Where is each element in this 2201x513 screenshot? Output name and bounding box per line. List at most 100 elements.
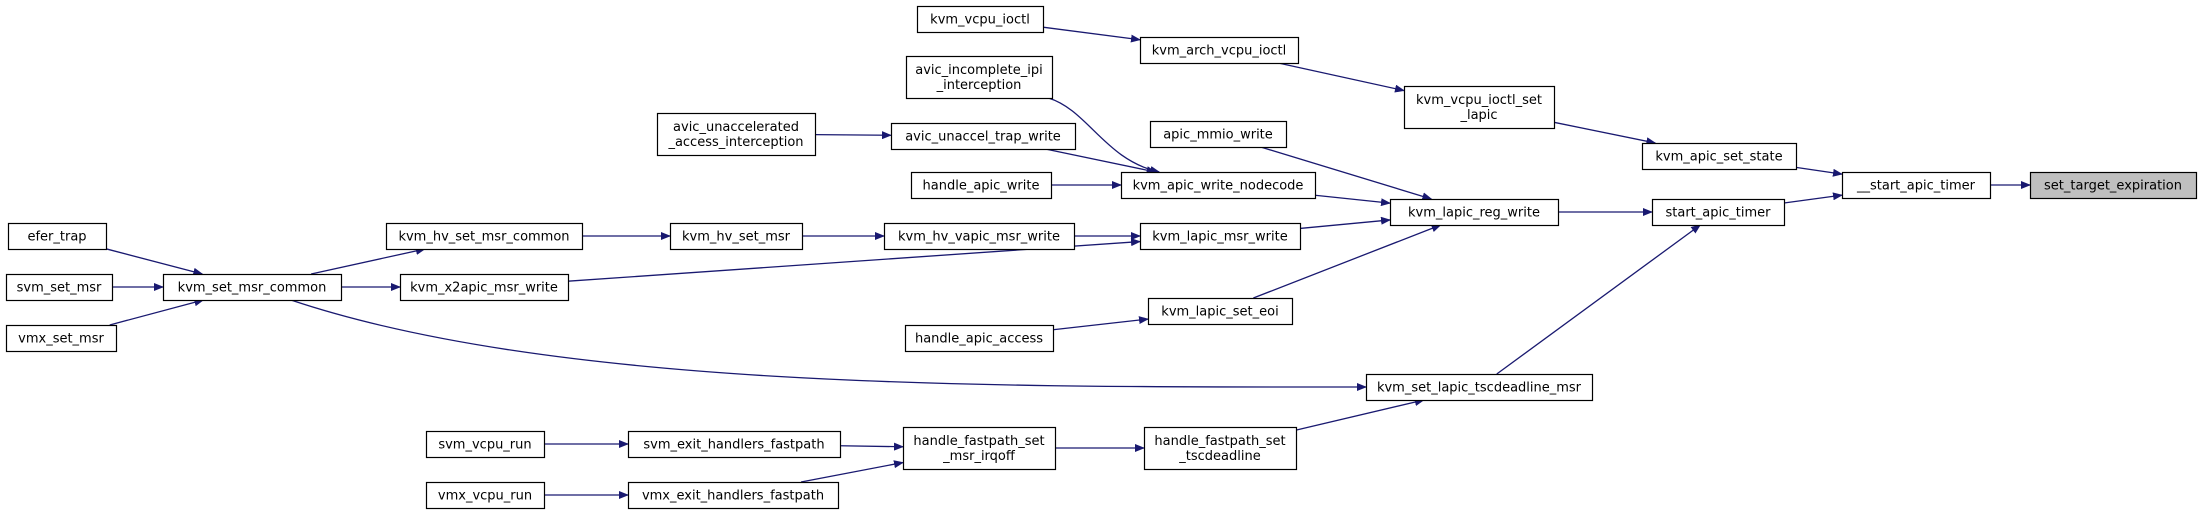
node-kvm-lapic-set-eoi[interactable]: kvm_lapic_set_eoi: [1147, 297, 1294, 326]
node-kvm-lapic-msr-write[interactable]: kvm_lapic_msr_write: [1139, 222, 1302, 251]
node-label: svm_vcpu_run: [438, 438, 531, 453]
edge-avic-unaccel-trap-write-to-kvm-apic-write-nodecode: [1045, 148, 1157, 175]
node-box: [5, 324, 118, 353]
node-kvm-set-msr-common[interactable]: kvm_set_msr_common: [162, 273, 343, 302]
node-handle-apic-access[interactable]: handle_apic_access: [904, 324, 1055, 353]
edge-svm-exit-handlers-fastpath-to-handle-fastpath-set-msr-irqoff: [839, 442, 904, 451]
node-label: avic_incomplete_ipi: [915, 63, 1042, 78]
node-label: kvm_lapic_reg_write: [1408, 206, 1540, 221]
node-box: [890, 122, 1077, 151]
node-box: [1841, 171, 1992, 200]
node-label: kvm_hv_vapic_msr_write: [898, 230, 1060, 245]
edge-start-apic-timer-to-start-apic-timer-dunder: [1783, 192, 1843, 204]
node-box: [1641, 142, 1798, 171]
node-handle-apic-write[interactable]: handle_apic_write: [910, 171, 1053, 200]
node-box: [162, 273, 343, 302]
node-label: vmx_exit_handlers_fastpath: [642, 489, 824, 504]
node-kvm-set-lapic-tscdeadline-msr[interactable]: kvm_set_lapic_tscdeadline_msr: [1365, 373, 1594, 402]
node-label: _msr_irqoff: [942, 449, 1016, 464]
node-svm-exit-handlers-fastpath[interactable]: svm_exit_handlers_fastpath: [627, 430, 842, 459]
node-box: [7, 222, 108, 251]
node-box: [425, 481, 546, 510]
node-handle-fastpath-set-msr-irqoff[interactable]: handle_fastpath_set_msr_irqoff: [902, 426, 1057, 471]
node-handle-fastpath-set-tscdeadline[interactable]: handle_fastpath_set_tscdeadline: [1143, 426, 1298, 471]
node-label: svm_set_msr: [17, 281, 102, 296]
edge-arrow: [1052, 316, 1149, 331]
node-label: kvm_x2apic_msr_write: [410, 281, 558, 296]
edge-avic-unaccelerated-access-interception-to-avic-unaccel-trap-write: [814, 131, 892, 140]
node-label: _access_interception: [667, 135, 803, 150]
node-box: [1403, 85, 1556, 130]
edge-arrow: [839, 442, 904, 451]
node-kvm-hv-set-msr[interactable]: kvm_hv_set_msr: [669, 222, 804, 251]
edge-kvm-apic-set-state-to-start-apic-timer-dunder: [1795, 166, 1843, 177]
node-label: avic_unaccelerated: [673, 120, 799, 135]
edge-arrow: [1278, 62, 1405, 93]
node-kvm-vcpu-ioctl[interactable]: kvm_vcpu_ioctl: [916, 5, 1045, 34]
node-box: [656, 112, 817, 157]
node-svm-vcpu-run[interactable]: svm_vcpu_run: [425, 430, 546, 459]
node-box: [2029, 171, 2198, 200]
node-label: set_target_expiration: [2044, 179, 2182, 194]
node-label: kvm_vcpu_ioctl: [930, 13, 1030, 28]
edge-avic-incomplete-ipi-interception-to-kvm-apic-write-nodecode: [1048, 97, 1161, 174]
node-label: _tscdeadline: [1178, 449, 1260, 464]
node-start-apic-timer-dunder[interactable]: __start_apic_timer: [1841, 171, 1992, 200]
node-box: [627, 481, 840, 510]
node-box: [1143, 426, 1298, 471]
edge-kvm-vcpu-ioctl-set-lapic-to-kvm-apic-set-state: [1553, 121, 1657, 146]
edge-vmx-set-msr-to-kvm-set-msr-common: [109, 298, 205, 326]
node-svm-set-msr[interactable]: svm_set_msr: [5, 273, 114, 302]
node-label: apic_mmio_write: [1163, 128, 1273, 143]
node-vmx-set-msr[interactable]: vmx_set_msr: [5, 324, 118, 353]
node-box: [916, 5, 1045, 34]
node-label: handle_apic_access: [915, 332, 1043, 347]
node-box: [5, 273, 114, 302]
node-box: [399, 273, 570, 302]
node-kvm-apic-set-state[interactable]: kvm_apic_set_state: [1641, 142, 1798, 171]
node-label: start_apic_timer: [1666, 206, 1772, 221]
edge-arrow: [1260, 146, 1433, 201]
node-box: [1651, 198, 1786, 227]
edge-arrow: [1314, 194, 1391, 207]
node-avic-unaccel-trap-write[interactable]: avic_unaccel_trap_write: [890, 122, 1077, 151]
edge-arrow: [1253, 224, 1442, 299]
node-kvm-lapic-reg-write[interactable]: kvm_lapic_reg_write: [1389, 198, 1560, 227]
node-label: kvm_set_msr_common: [178, 281, 327, 296]
node-vmx-vcpu-run[interactable]: vmx_vcpu_run: [425, 481, 546, 510]
node-vmx-exit-handlers-fastpath[interactable]: vmx_exit_handlers_fastpath: [627, 481, 840, 510]
node-efer-trap[interactable]: efer_trap: [7, 222, 108, 251]
node-start-apic-timer[interactable]: start_apic_timer: [1651, 198, 1786, 227]
node-kvm-x2apic-msr-write[interactable]: kvm_x2apic_msr_write: [399, 273, 570, 302]
node-label: handle_apic_write: [923, 179, 1040, 194]
node-box: [385, 222, 584, 251]
node-box: [904, 324, 1055, 353]
node-label: kvm_lapic_msr_write: [1152, 230, 1287, 245]
edges-layer: [105, 26, 2031, 499]
node-label: kvm_apic_write_nodecode: [1133, 179, 1304, 194]
edge-efer-trap-to-kvm-set-msr-common: [105, 248, 204, 276]
edge-kvm-set-lapic-tscdeadline-msr-to-start-apic-timer: [1496, 224, 1702, 375]
node-kvm-apic-write-nodecode[interactable]: kvm_apic_write_nodecode: [1120, 171, 1317, 200]
node-kvm-hv-vapic-msr-write[interactable]: kvm_hv_vapic_msr_write: [883, 222, 1076, 251]
node-box: [1139, 36, 1300, 65]
edge-kvm-lapic-set-eoi-to-kvm-lapic-reg-write: [1253, 224, 1442, 299]
node-box: [1365, 373, 1594, 402]
node-avic-unaccelerated-access-interception[interactable]: avic_unaccelerated_access_interception: [656, 112, 817, 157]
node-label: vmx_vcpu_run: [438, 489, 532, 504]
node-kvm-arch-vcpu-ioctl[interactable]: kvm_arch_vcpu_ioctl: [1139, 36, 1300, 65]
edge-arrow: [109, 298, 205, 326]
node-kvm-hv-set-msr-common[interactable]: kvm_hv_set_msr_common: [385, 222, 584, 251]
node-avic-incomplete-ipi-interception[interactable]: avic_incomplete_ipi_interception: [905, 55, 1054, 100]
node-kvm-vcpu-ioctl-set-lapic[interactable]: kvm_vcpu_ioctl_set_lapic: [1403, 85, 1556, 130]
node-apic-mmio-write[interactable]: apic_mmio_write: [1149, 120, 1288, 149]
node-box: [1120, 171, 1317, 200]
edge-arrow: [1295, 398, 1425, 431]
node-label: kvm_hv_set_msr: [682, 230, 791, 245]
node-box: [1147, 297, 1294, 326]
node-set-target-expiration[interactable]: set_target_expiration: [2029, 171, 2198, 200]
node-box: [425, 430, 546, 459]
node-label: kvm_lapic_set_eoi: [1161, 305, 1278, 320]
edge-arrow: [1045, 148, 1157, 175]
